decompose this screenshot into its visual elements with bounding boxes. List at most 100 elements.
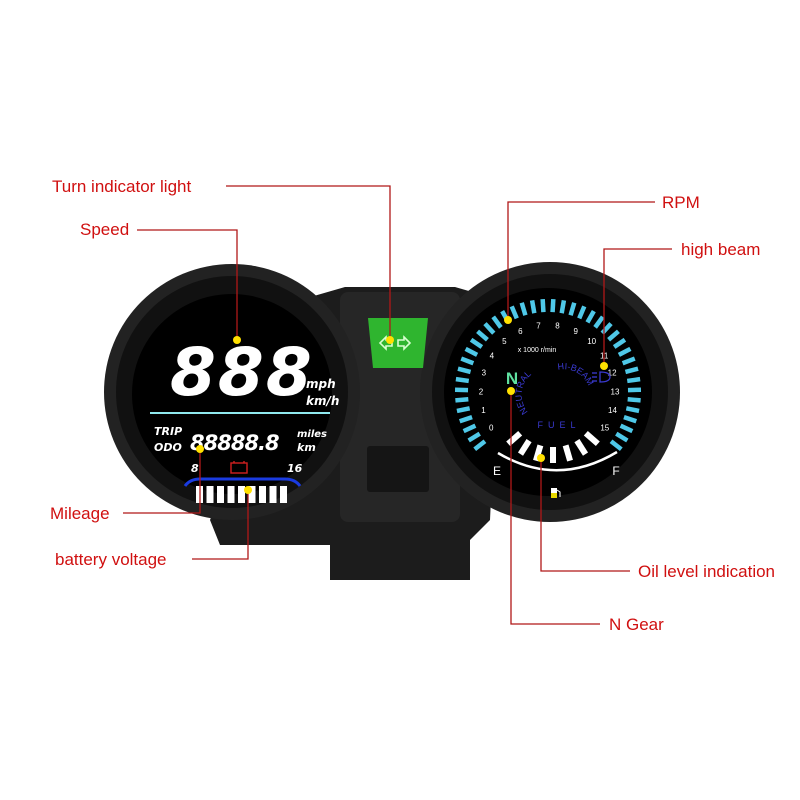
battery-icon: [230, 461, 248, 474]
fuel-bar: [574, 438, 589, 456]
callout-n-gear: N Gear: [507, 387, 664, 634]
fuel-bar: [533, 444, 544, 462]
unit-km: km: [297, 441, 316, 454]
rpm-tick: [568, 302, 577, 316]
rpm-tick: [455, 376, 470, 384]
rpm-tick: [464, 346, 479, 357]
rpm-tick: [577, 305, 587, 320]
battery-bar: [206, 486, 214, 503]
rpm-tick-label: 0: [489, 424, 494, 433]
turn-indicator: [368, 318, 428, 368]
battery-gauge-bars: [196, 486, 287, 503]
rpm-tick-label: 4: [490, 351, 495, 360]
fuel-gauge-bars: [506, 430, 600, 463]
callout-battery-voltage: battery voltage: [55, 486, 252, 569]
rpm-tick: [619, 423, 634, 434]
rpm-tick: [519, 302, 528, 316]
rpm-tick: [624, 366, 639, 375]
fuel-bar: [550, 447, 556, 463]
battery-bar: [259, 486, 266, 503]
high-beam-icon: [592, 371, 611, 383]
rpm-tick-label: 9: [573, 327, 578, 336]
svg-text:N Gear: N Gear: [609, 615, 664, 634]
unit-miles: miles: [297, 429, 327, 440]
gear-indicator: N: [506, 369, 518, 388]
rpm-tick-label: 15: [600, 424, 609, 433]
svg-text:Mileage: Mileage: [50, 504, 110, 523]
rpm-tick: [456, 406, 471, 414]
svg-text:high beam: high beam: [681, 240, 760, 259]
svg-text:battery voltage: battery voltage: [55, 550, 167, 569]
rpm-tick-label: 5: [502, 337, 507, 346]
rpm-tick: [626, 376, 641, 384]
rpm-tick-label: 2: [479, 387, 484, 396]
battery-bar: [227, 486, 235, 503]
callout-turn-indicator: Turn indicator light: [52, 177, 394, 344]
odometer-digits: 88888.8: [190, 431, 279, 455]
rpm-tick: [621, 356, 636, 366]
rpm-tick-label: 7: [536, 322, 541, 331]
rpm-tick: [491, 315, 503, 329]
fuel-bar: [562, 444, 573, 462]
fuel-label: FUEL: [537, 420, 580, 430]
rpm-tick: [462, 423, 477, 434]
rpm-tick-label: 1: [481, 406, 486, 415]
callout-speed: Speed: [80, 220, 241, 344]
rpm-tick: [625, 406, 640, 414]
rpm-tick-label: 8: [555, 322, 560, 331]
fuel-empty-label: E: [493, 464, 501, 478]
tachometer-dial: [420, 262, 680, 522]
rpm-tick-label: 14: [608, 406, 617, 415]
rpm-tick: [550, 299, 556, 313]
rpm-tick-label: 13: [611, 387, 620, 396]
rpm-tick-label: 6: [518, 327, 523, 336]
battery-bar: [238, 486, 245, 503]
rpm-tick: [460, 356, 475, 366]
rpm-tick: [469, 337, 484, 349]
rpm-tick: [529, 299, 537, 314]
battery-max-label: 16: [287, 462, 303, 475]
rpm-tick: [455, 396, 469, 403]
rpm-tick-label: 12: [608, 369, 617, 378]
rpm-tick: [615, 431, 629, 443]
speedometer-dial: [104, 264, 360, 520]
callout-rpm: RPM: [504, 193, 700, 324]
rpm-tick: [483, 322, 496, 335]
rpm-tick-label: 3: [482, 369, 487, 378]
center-lower-window: [367, 446, 429, 492]
svg-text:RPM: RPM: [662, 193, 700, 212]
battery-min-label: 8: [191, 462, 199, 475]
speed-unit-mph: mph: [306, 377, 336, 391]
rpm-tick: [609, 439, 623, 452]
battery-bar: [280, 486, 287, 503]
battery-bar: [248, 486, 256, 503]
fuel-bar: [506, 430, 523, 447]
rpm-tick: [540, 299, 546, 313]
rpm-tick: [467, 431, 481, 443]
rpm-tick: [627, 396, 641, 403]
rpm-tick: [473, 439, 487, 452]
fuel-bar: [583, 430, 600, 447]
rpm-tick: [559, 299, 567, 314]
rpm-tick: [509, 305, 519, 320]
rpm-unit: x 1000 r/min: [518, 347, 557, 354]
rpm-tick: [476, 329, 489, 342]
odo-label: ODO: [154, 441, 182, 454]
callout-oil-level: Oil level indication: [537, 454, 775, 581]
rpm-tick: [459, 414, 473, 424]
rpm-tick-marks: [454, 299, 642, 452]
svg-text:Turn indicator light: Turn indicator light: [52, 177, 191, 196]
callout-mileage: Mileage: [50, 445, 204, 523]
svg-text:Speed: Speed: [80, 220, 129, 239]
battery-gauge-arc: [183, 477, 302, 487]
rpm-tick-label: 10: [587, 337, 596, 346]
callout-high-beam: high beam: [600, 240, 760, 370]
speed-digits: 888: [170, 334, 314, 411]
rpm-tick: [617, 346, 632, 357]
rpm-tick: [607, 329, 620, 342]
fuel-full-label: F: [612, 464, 619, 478]
fuel-bar: [517, 438, 532, 456]
rpm-tick: [612, 337, 627, 349]
rpm-tick: [457, 366, 472, 375]
